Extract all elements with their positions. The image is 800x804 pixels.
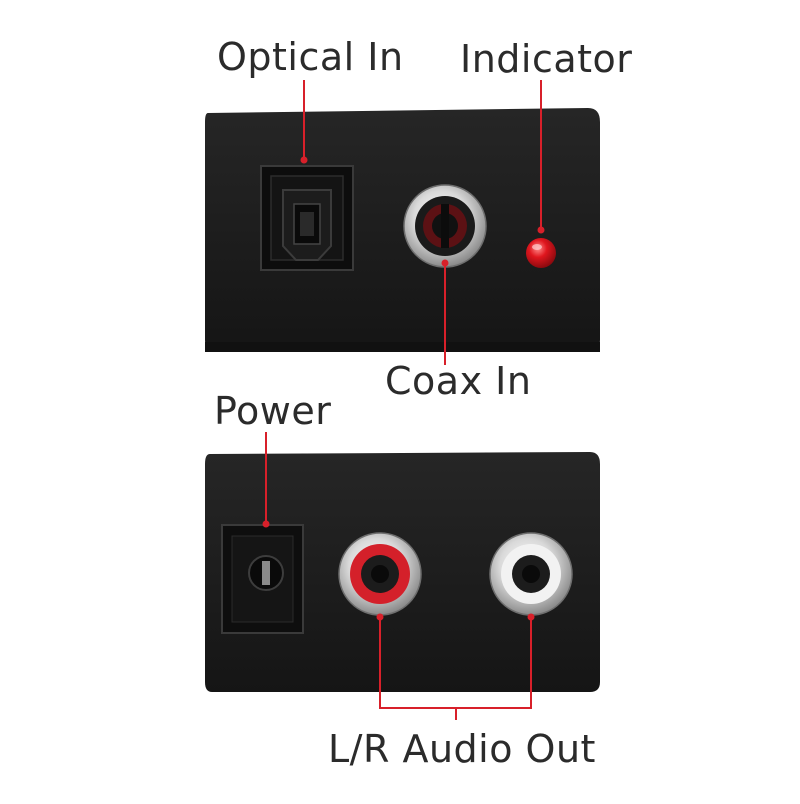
callout-dots (262, 156, 545, 621)
optical-callout-dot (300, 156, 308, 164)
lr-right-callout-dot (527, 613, 535, 621)
audio-out-left-jack (338, 532, 422, 616)
indicator-callout-dot (537, 226, 545, 234)
power-jack (221, 524, 304, 634)
input-panel-bottom-edge (205, 342, 600, 352)
lr-audio-out-label: L/R Audio Out (328, 727, 596, 771)
input-panel (205, 108, 600, 352)
coax-callout-dot (441, 259, 449, 267)
output-panel (205, 452, 600, 692)
power-label: Power (214, 389, 332, 433)
power-callout-dot (262, 520, 270, 528)
coax-in-jack (403, 184, 487, 268)
indicator-led (526, 238, 556, 268)
indicator-label: Indicator (460, 37, 633, 81)
audio-out-right-jack (489, 532, 573, 616)
coax-in-label: Coax In (385, 359, 532, 403)
optical-port (260, 165, 354, 271)
optical-in-label: Optical In (217, 35, 404, 79)
callout-lines (265, 80, 542, 720)
lr-left-callout-dot (376, 613, 384, 621)
